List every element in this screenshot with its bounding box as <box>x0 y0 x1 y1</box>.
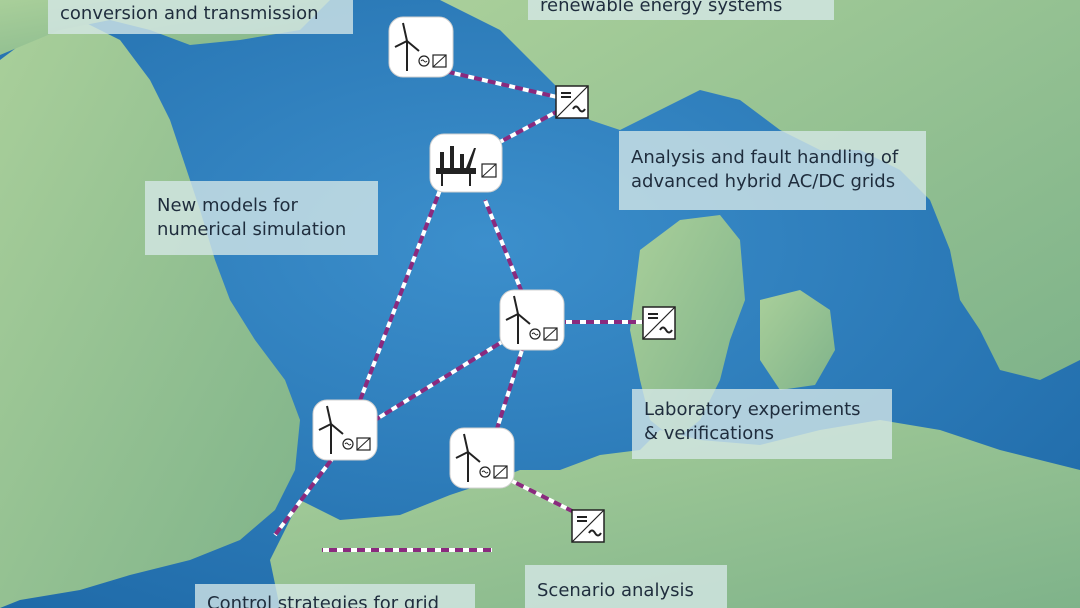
cable-wf4-coast-accent <box>273 453 337 537</box>
label-scenario-analysis: Scenario analysis <box>525 565 727 608</box>
land-danish-islands <box>760 290 835 390</box>
land-britain <box>0 20 300 608</box>
cable-wf3-conv3-accent <box>509 478 581 517</box>
cable-network <box>273 68 650 552</box>
ac-dc-converter-icon <box>571 509 605 543</box>
cable-wf1-conv1-accent <box>439 68 571 102</box>
cable-platform-wf2-accent <box>483 199 527 301</box>
ac-dc-converter-icon <box>642 306 676 340</box>
wind-turbine-icon <box>312 399 378 461</box>
cable-wf2-wf4 <box>373 338 507 422</box>
label-control-strategies: Control strategies for grid <box>195 584 475 608</box>
land-scandinavia <box>440 0 1080 380</box>
ac-dc-converter-icon <box>555 85 589 119</box>
label-new-models: New models for numerical simulation <box>145 181 378 255</box>
cable-wf2-wf3-accent <box>493 349 524 436</box>
label-conversion-transmission: conversion and transmission <box>48 0 353 34</box>
wind-turbine-icon <box>449 427 515 489</box>
land-continent <box>270 420 1080 608</box>
cable-platform-wf4-accent <box>343 189 442 441</box>
wind-turbine-icon <box>499 289 565 351</box>
label-renewable-systems: renewable energy systems <box>528 0 834 20</box>
offshore-platform-icon <box>429 133 503 193</box>
cable-platform-wf2 <box>483 199 527 301</box>
cable-wf2-wf4-accent <box>373 338 507 422</box>
land-denmark <box>630 215 745 440</box>
label-laboratory: Laboratory experiments & verifications <box>632 389 892 459</box>
wind-turbine-icon <box>388 16 454 78</box>
label-analysis-fault-handling: Analysis and fault handling of advanced … <box>619 131 926 210</box>
